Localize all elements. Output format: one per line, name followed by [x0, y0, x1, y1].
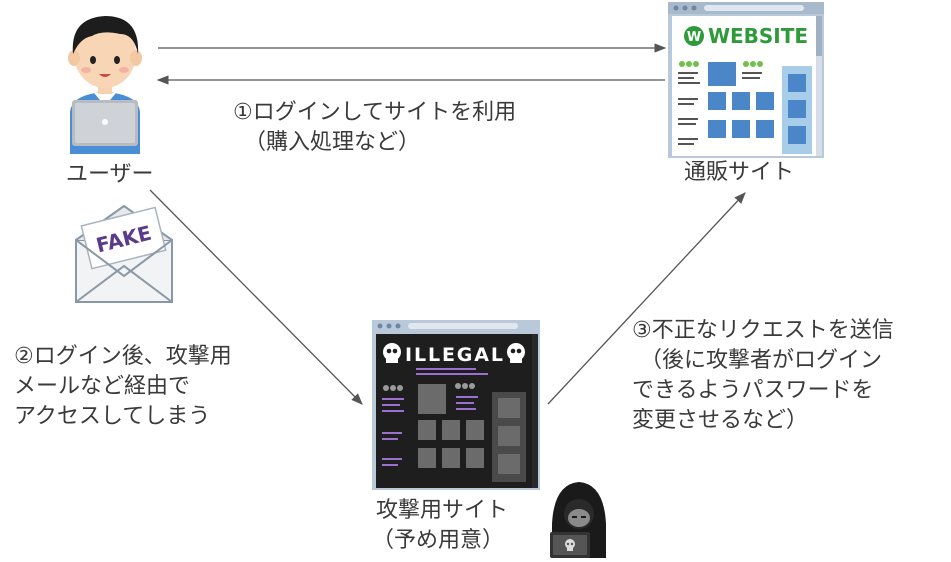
arrow-user-to-attack-site: [149, 189, 363, 405]
arrow-attack-site-to-shop: [547, 192, 746, 405]
shop-label: 通販サイト: [684, 160, 795, 185]
step2-line3: アクセスしてしまう: [14, 404, 211, 429]
step1-line2: （購入処理など）: [244, 130, 421, 155]
fake-mail-icon: FAKE: [75, 204, 173, 303]
step3-line4: 変更させるなど）: [632, 408, 809, 433]
illegal-site-window-icon: ILLEGAL: [372, 320, 540, 490]
website-logo-word: WEBSITE: [708, 24, 808, 48]
step1-line1: ①ログインしてサイトを利用: [233, 100, 517, 125]
attack-site-label: 攻撃用サイト: [376, 498, 509, 523]
step3-line2: （後に攻撃者がログイン: [640, 348, 883, 373]
attack-site-sublabel: （予め用意）: [372, 528, 505, 553]
user-with-laptop-icon: [68, 16, 142, 154]
step2-line2: メールなど経由で: [14, 374, 191, 399]
user-label: ユーザー: [66, 162, 154, 187]
step3-line3: できるようパスワードを: [632, 378, 874, 403]
step3-line1: ③不正なリクエストを送信: [632, 318, 894, 343]
illegal-word: ILLEGAL: [405, 344, 503, 366]
step2-line1: ②ログイン後、攻撃用: [14, 344, 232, 369]
hooded-hacker-icon: [550, 482, 606, 558]
website-logo-letter: W: [687, 30, 701, 45]
website-window-icon: W WEBSITE: [668, 2, 824, 158]
